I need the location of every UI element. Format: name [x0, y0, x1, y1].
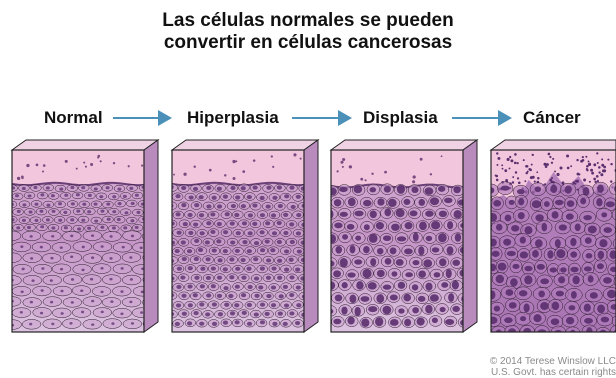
- tissue-block-hiperplasia: [154, 140, 318, 332]
- tissue-block-cancer: [467, 140, 616, 340]
- tissue-block-displasia: [310, 140, 478, 332]
- copyright-credit: © 2014 Terese Winslow LLC: [490, 356, 616, 367]
- tissue-block-normal: [0, 140, 172, 332]
- rights-note: U.S. Govt. has certain rights: [491, 367, 616, 378]
